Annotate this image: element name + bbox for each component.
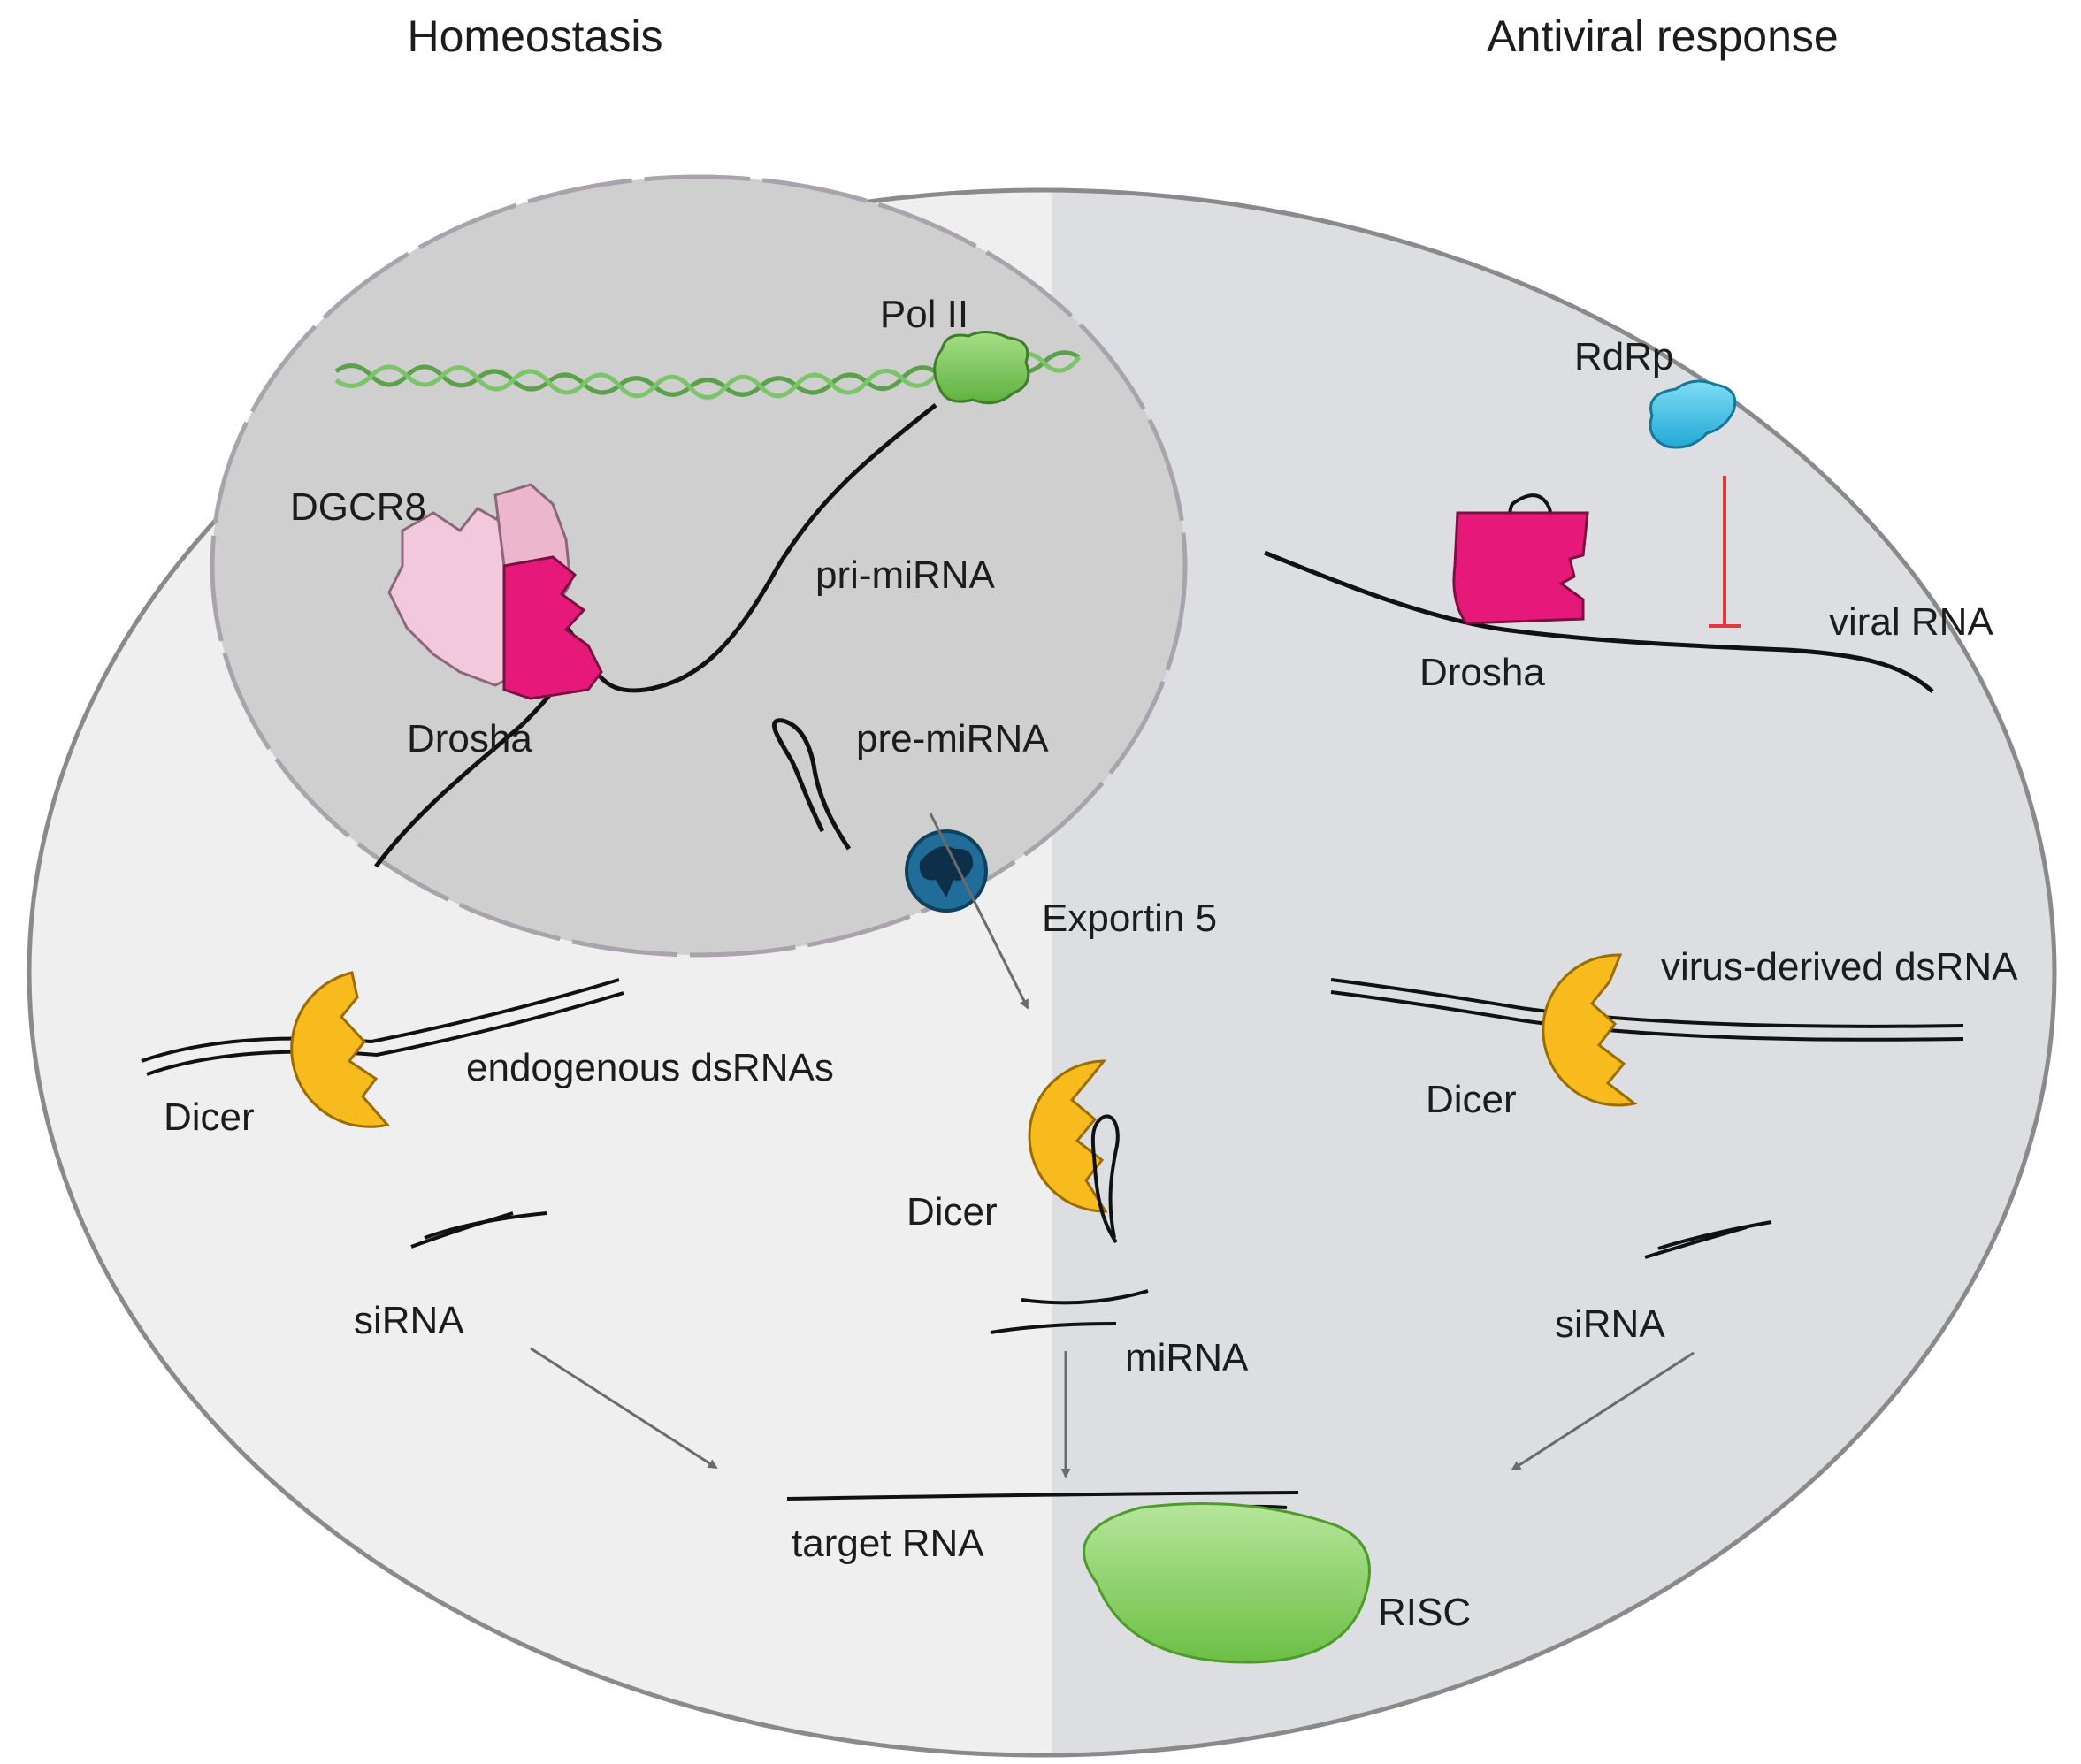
nucleus-body [212, 177, 1185, 955]
dicer-left-protein [290, 971, 390, 1128]
inhibition-symbol [1709, 476, 1741, 628]
pre-mirna-on-dicer [1090, 1114, 1120, 1244]
exportin-5-pore [905, 829, 988, 913]
header-antiviral-response: Antiviral response [1487, 11, 1838, 61]
label-endogenous-dsrnas: endogenous dsRNAs [466, 1046, 834, 1089]
risc-complex [1083, 1502, 1371, 1664]
label-pol-ii: Pol II [880, 293, 968, 336]
label-rdrp: RdRp [1574, 335, 1674, 378]
label-dgcr8: DGCR8 [290, 485, 426, 529]
dicer-right-protein [1542, 953, 1638, 1107]
arrow-sirna-right-to-target [1511, 1351, 1695, 1471]
label-risc: RISC [1378, 1591, 1471, 1634]
dicer-center-protein [1028, 1059, 1108, 1213]
label-pri-mirna: pri-miRNA [815, 554, 996, 597]
pre-mirna-hairpin [771, 718, 852, 851]
label-dicer-left: Dicer [164, 1096, 255, 1139]
label-pre-mirna: pre-miRNA [856, 717, 1049, 760]
mirna-duplex [990, 1289, 1149, 1334]
label-virus-derived-dsrna: virus-derived dsRNA [1661, 945, 2018, 989]
label-dicer-center: Dicer [907, 1190, 998, 1233]
arrow-sirna-left-to-target [530, 1347, 718, 1470]
drosha-protein-viral [1452, 511, 1589, 625]
sirna-left-duplex [410, 1211, 547, 1249]
label-drosha-nucleus: Drosha [407, 717, 532, 760]
nuclear-envelope [210, 174, 1188, 958]
rdrp-protein [1649, 379, 1737, 449]
header-homeostasis: Homeostasis [408, 11, 663, 61]
nucleus [210, 174, 1188, 958]
label-dicer-right: Dicer [1426, 1078, 1517, 1121]
label-sirna-left: siRNA [354, 1299, 464, 1342]
label-viral-rna: viral RNA [1829, 600, 1993, 644]
label-target-rna: target RNA [792, 1522, 984, 1565]
viral-rna-strand [1264, 550, 1934, 693]
sirna-right-duplex [1644, 1220, 1772, 1259]
drosha-protein-nucleus [502, 555, 603, 700]
label-sirna-right: siRNA [1555, 1302, 1665, 1346]
label-mirna: miRNA [1125, 1336, 1249, 1379]
target-rna-strand [786, 1491, 1299, 1501]
endogenous-dsrna-strands [141, 978, 624, 1076]
pol-ii-protein [933, 331, 1030, 405]
label-drosha-viral: Drosha [1419, 651, 1545, 694]
cell-membrane [27, 187, 2057, 1758]
cell-right-half [1052, 190, 2054, 1755]
export-arrow [929, 813, 1029, 1010]
label-exportin-5: Exportin 5 [1042, 897, 1217, 940]
